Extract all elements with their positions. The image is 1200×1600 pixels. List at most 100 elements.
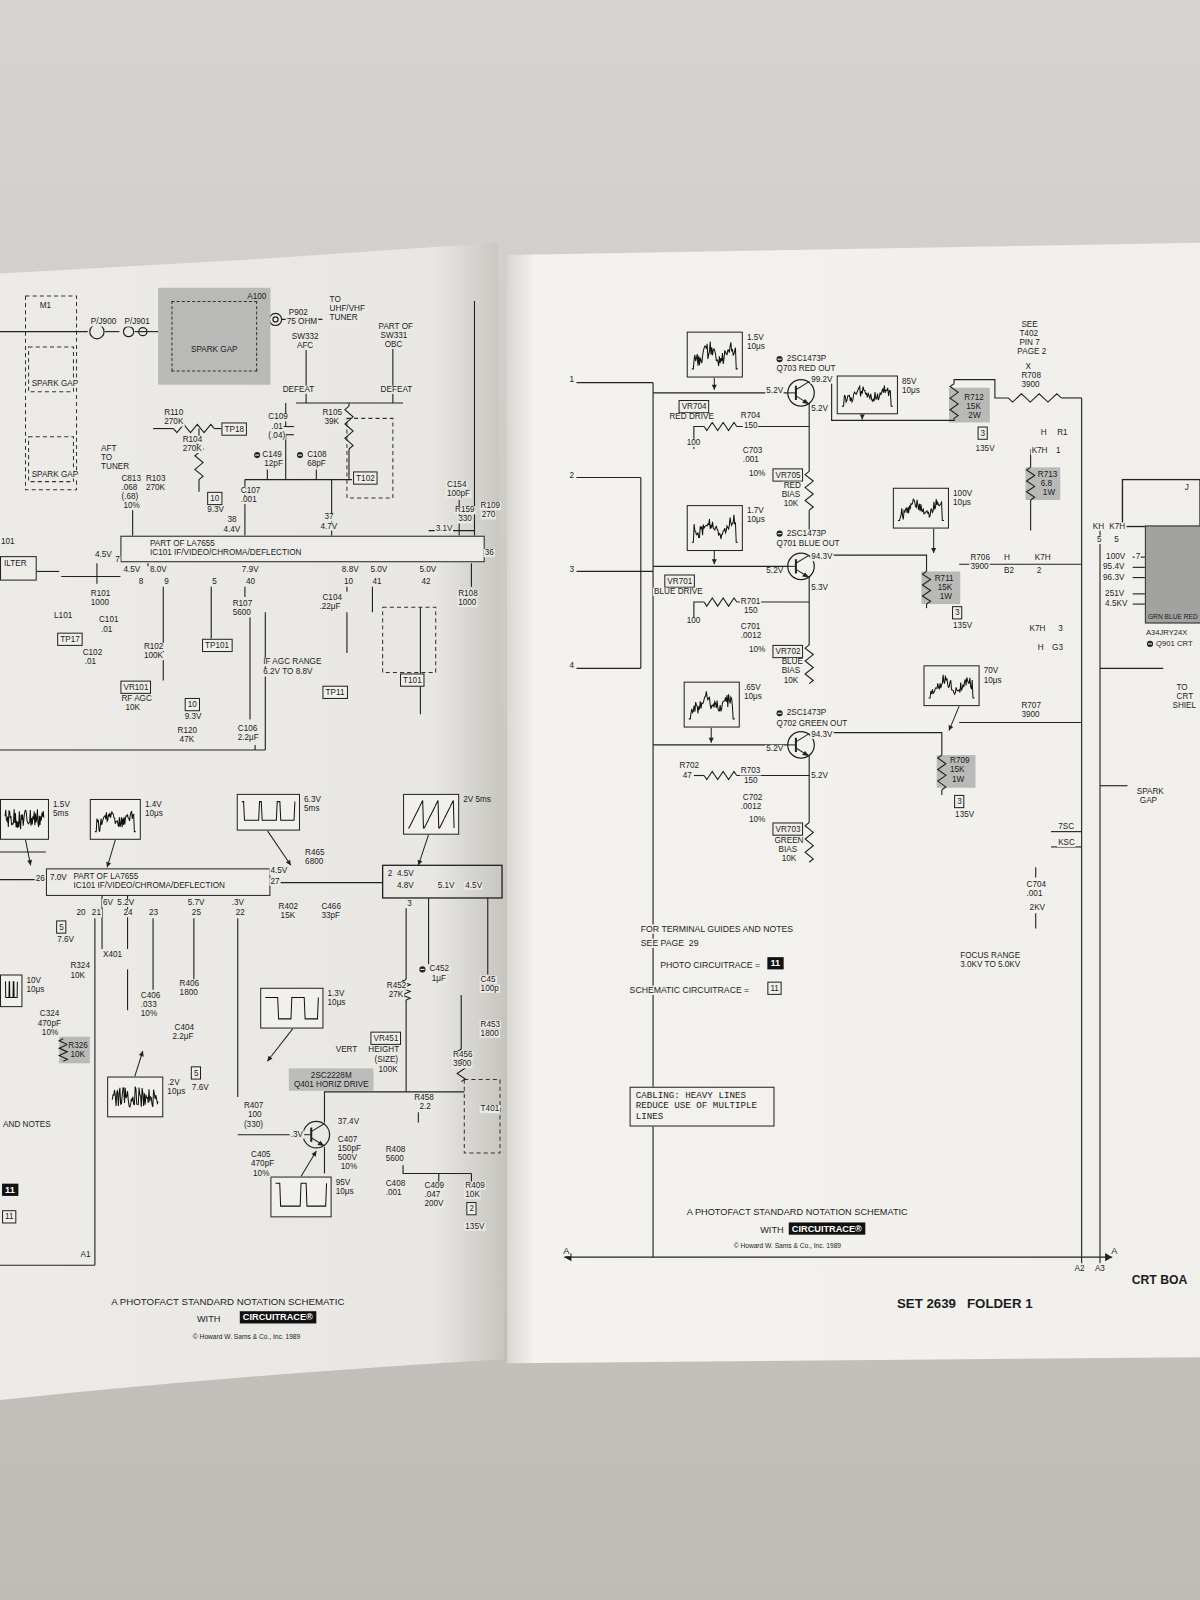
jack-symbol xyxy=(273,317,278,322)
wire xyxy=(577,382,654,383)
schematic-label: SPARK xyxy=(1136,788,1165,797)
node-text: ILTER xyxy=(4,559,36,568)
schematic-label: M1 xyxy=(39,302,52,311)
wire xyxy=(348,403,349,406)
schematic-label: R406 xyxy=(179,980,201,989)
schematic-label: P/J900 xyxy=(90,318,117,327)
resistor-symbol xyxy=(950,384,958,419)
schematic-label: BIAS xyxy=(781,667,802,676)
schematic-label: R453 xyxy=(480,1020,502,1029)
schematic-label: 3900 xyxy=(969,563,989,572)
schematic-label: 4.5V xyxy=(269,867,288,876)
wire xyxy=(418,1112,419,1122)
waveform-trace xyxy=(688,333,742,377)
schematic-label: 6V xyxy=(102,899,114,908)
wire xyxy=(487,898,488,975)
node-text: 11 xyxy=(770,958,780,969)
waveform-line xyxy=(929,675,975,698)
schematic-label: SPARK GAP xyxy=(31,380,80,389)
tag-box: VR703 xyxy=(772,822,803,835)
schematic-label: 4.8V xyxy=(396,882,415,891)
schematic-label: 135V xyxy=(954,811,975,820)
tag-box: T102 xyxy=(353,471,378,484)
schematic-label: 5.2V xyxy=(765,567,784,576)
schematic-label: 25 xyxy=(191,909,202,918)
schematic-label: 42 xyxy=(420,578,431,587)
resistor-symbol xyxy=(805,822,813,862)
schematic-label: 39K xyxy=(323,418,340,427)
schematic-label: BIAS xyxy=(778,846,799,855)
waveform-caption: 70V 10μs xyxy=(984,667,1015,685)
schematic-label: 100V xyxy=(1105,553,1126,562)
waveform-trace xyxy=(261,989,322,1028)
schematic-label: VERT xyxy=(335,1046,359,1055)
schematic-label: 15K xyxy=(280,912,297,921)
schematic-label: 3.1V xyxy=(435,524,454,533)
waveform-caption: 1.4V 10μs xyxy=(145,801,176,819)
schematic-label: R452 xyxy=(386,982,408,991)
schematic-label: Q703 RED OUT xyxy=(776,365,837,374)
waveform-box: 95V 10μs xyxy=(270,1177,331,1218)
schematic-label: 27K xyxy=(388,991,405,1000)
schematic-label: H xyxy=(1037,644,1045,653)
wire xyxy=(564,1257,1112,1258)
schematic-label: 1000 xyxy=(90,599,110,608)
schematic-label: 1 xyxy=(1055,447,1062,456)
schematic-label: SW331 xyxy=(380,332,409,341)
schematic-label: C407 xyxy=(337,1136,359,1145)
wire xyxy=(577,477,641,478)
node-text: 10 xyxy=(188,700,197,709)
schematic-label: FOCUS RANGE xyxy=(959,952,1021,961)
jack-symbol xyxy=(269,313,281,325)
wire xyxy=(1081,1257,1082,1263)
schematic-label: 1W xyxy=(1042,489,1056,498)
schematic-label: R402 xyxy=(278,903,300,912)
waveform-caption: 10V 10μs xyxy=(27,977,58,995)
schematic-label: C405 xyxy=(250,1151,272,1160)
wire xyxy=(438,1173,439,1181)
schematic-label: Q702 GREEN OUT xyxy=(776,719,849,728)
resistor-symbol xyxy=(805,471,813,510)
node-text: 5 xyxy=(194,1068,199,1077)
schematic-label: CRT BOA xyxy=(1131,1273,1189,1286)
safety-mark xyxy=(777,531,783,537)
schematic-label: 4.5KV xyxy=(1104,600,1128,609)
leader-arrow xyxy=(712,551,717,564)
waveform-trace xyxy=(894,489,948,528)
schematic-label: 7.9V xyxy=(241,566,260,575)
waveform-caption: 100V 10μs xyxy=(953,490,984,508)
node-text: TP101 xyxy=(205,641,229,650)
schematic-label: R107 xyxy=(232,600,254,609)
schematic-label: .01 xyxy=(100,626,113,635)
shaded-module: A100SPARK GAP xyxy=(158,288,270,385)
schematic-label: H xyxy=(1003,554,1011,563)
schematic-label: 96.3V xyxy=(1102,573,1125,582)
schematic-label: BLUE xyxy=(781,658,804,667)
schematic-label: 135V xyxy=(974,445,995,454)
leader-arrow xyxy=(709,728,714,743)
waveform-caption: 2V 5ms xyxy=(463,796,494,805)
schematic-label: PHOTO CIRCUITRACE = xyxy=(659,961,761,970)
wire xyxy=(244,587,245,597)
schematic-label: R101 xyxy=(90,590,112,599)
schematic-label: R704 xyxy=(740,412,762,421)
tag-box: 2 xyxy=(466,1202,477,1215)
waveform-line xyxy=(692,515,738,542)
schematic-label: R456 xyxy=(452,1051,474,1060)
crt-socket: GRN BLUE RED xyxy=(1145,526,1200,624)
resistor-symbol xyxy=(704,422,737,430)
wire xyxy=(198,480,199,492)
schematic-label: WITH xyxy=(759,1226,785,1236)
schematic-label: R408 xyxy=(385,1146,407,1155)
waveform-line xyxy=(5,982,17,998)
schematic-label: 100K xyxy=(143,652,164,661)
schematic-label: CRT xyxy=(1176,693,1195,702)
part-callout: 2SC2228MQ401 HORIZ DRIVE xyxy=(289,1068,374,1091)
waveform-caption: 1.3V 10μs xyxy=(328,990,359,1008)
schematic-label: 38 xyxy=(227,516,238,525)
schematic-label: 4.5V xyxy=(94,551,113,560)
wire xyxy=(249,612,250,719)
schematic-label: 500V xyxy=(337,1154,358,1163)
schematic-label: 4.5V xyxy=(464,882,483,891)
tag-box: 3 xyxy=(952,606,963,619)
